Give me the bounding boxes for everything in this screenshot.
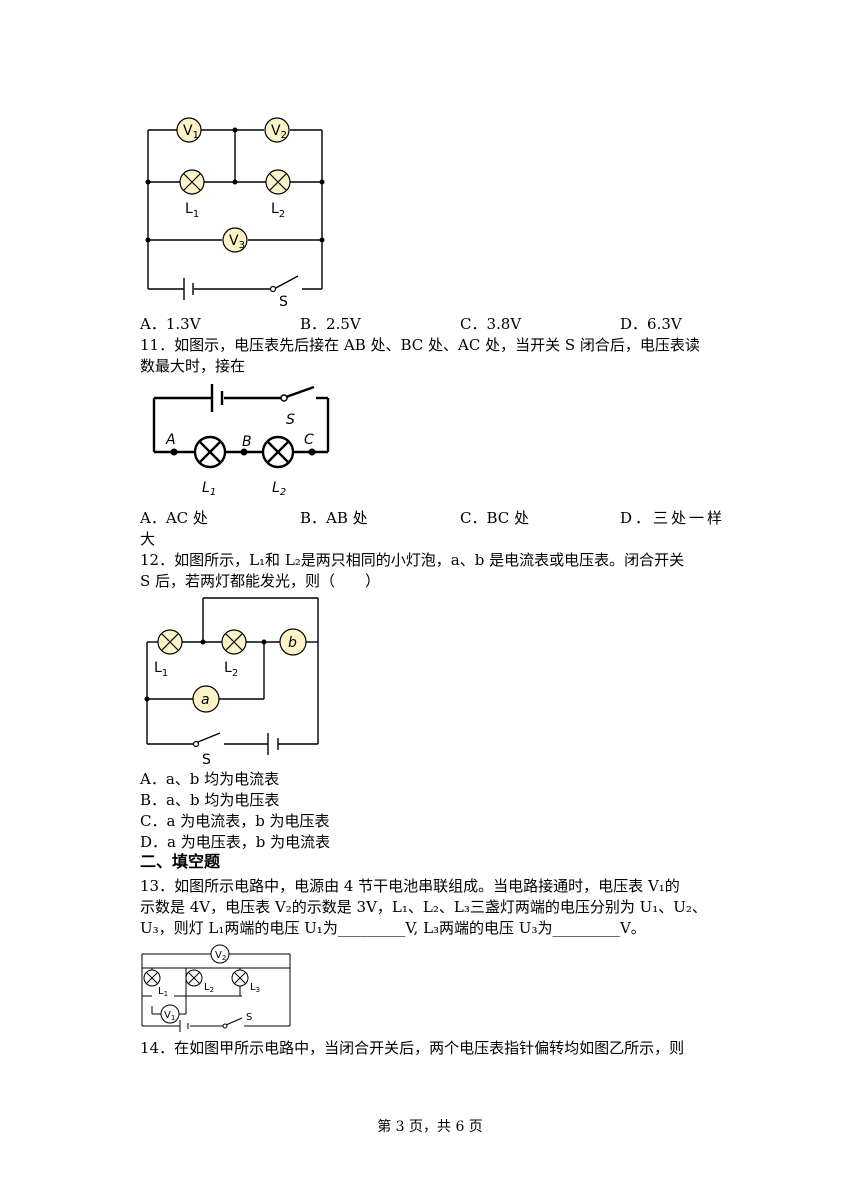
- q10-option-c: C．3.8V: [460, 315, 522, 333]
- lamp-l3-icon: [231, 969, 249, 987]
- q10-option-d: D．6.3V: [620, 315, 682, 333]
- svg-text:L2: L2: [272, 480, 286, 498]
- circuit-q13: V2 L1 L2 L3 V1 S: [141, 944, 291, 1032]
- meter-b-icon: b: [279, 628, 307, 656]
- svg-text:V2: V2: [271, 123, 287, 141]
- svg-text:L1: L1: [185, 201, 199, 220]
- svg-text:S: S: [246, 1012, 252, 1023]
- q11-option-d: D．三处一样: [620, 509, 726, 527]
- q12-text-line2: S 后，若两灯都能发光，则（ ）: [140, 572, 381, 590]
- q12-option-d: D．a 为电压表，b 为电流表: [140, 833, 331, 851]
- svg-text:a: a: [201, 692, 210, 708]
- q11-option-c: C．BC 处: [460, 509, 530, 527]
- svg-text:S: S: [202, 752, 211, 768]
- svg-text:B: B: [242, 434, 252, 450]
- switch-label: S: [279, 294, 288, 310]
- svg-text:L3: L3: [250, 982, 260, 994]
- q13-text-line3: U₃，则灯 L₁两端的电压 U₁为_________V, L₃两端的电压 U₃为…: [140, 919, 646, 937]
- circuit-q10: V1 V2 L1 L2 V3 S: [145, 117, 325, 310]
- q11-option-a: A．AC 处: [140, 509, 208, 527]
- svg-text:L2: L2: [271, 201, 285, 220]
- meter-a-icon: a: [192, 685, 220, 713]
- q12-text-line1: 12．如图所示，L₁和 L₂是两只相同的小灯泡，a、b 是电流表或电压表。闭合开…: [140, 551, 685, 569]
- voltmeter-v1-icon: V1: [160, 1004, 180, 1024]
- svg-text:L1: L1: [158, 986, 168, 998]
- voltmeter-v2-icon: V2: [264, 117, 290, 143]
- page-footer: 第 3 页，共 6 页: [377, 1119, 483, 1135]
- q12-option-b: B．a、b 均为电压表: [140, 791, 280, 809]
- svg-text:L1: L1: [154, 660, 168, 679]
- svg-text:V3: V3: [229, 233, 245, 251]
- q10-option-b: B．2.5V: [300, 315, 361, 333]
- lamp-l1-icon: [179, 169, 205, 195]
- lamp-l2-icon: [221, 629, 247, 655]
- section-title: 二、填空题: [140, 852, 221, 871]
- voltmeter-v3-icon: V3: [222, 227, 248, 253]
- svg-text:b: b: [288, 635, 297, 651]
- svg-text:V1: V1: [183, 123, 199, 141]
- lamp-l1-icon: [143, 969, 161, 987]
- lamp-l2-icon: [265, 169, 291, 195]
- svg-text:L2: L2: [224, 660, 238, 679]
- lamp-l2-icon: [261, 435, 295, 469]
- q11-option-b: B．AB 处: [300, 509, 368, 527]
- svg-text:A: A: [165, 432, 176, 448]
- q10-option-a: A．1.3V: [140, 315, 201, 333]
- q12-option-a: A．a、b 均为电流表: [140, 770, 280, 788]
- q11-text-line2: 数最大时，接在: [140, 357, 246, 375]
- svg-text:C: C: [304, 432, 314, 448]
- lamp-l2-icon: [185, 969, 203, 987]
- q13-text-line2: 示数是 4V，电压表 V₂的示数是 3V，L₁、L₂、L₃三盏灯两端的电压分别为…: [140, 898, 707, 916]
- svg-text:S: S: [286, 412, 295, 428]
- q11-text-line1: 11．如图示，电压表先后接在 AB 处、BC 处、AC 处，当开关 S 闭合后，…: [140, 336, 700, 354]
- lamp-l1-icon: [157, 629, 183, 655]
- voltmeter-v2-icon: V2: [210, 944, 230, 964]
- svg-text:V1: V1: [164, 1010, 175, 1022]
- voltmeter-v1-icon: V1: [176, 117, 202, 143]
- q13-text-line1: 13．如图所示电路中，电源由 4 节干电池串联组成。当电路接通时，电压表 V₁的: [140, 877, 680, 895]
- circuit-q11: A B C S L1 L2: [152, 384, 330, 498]
- svg-text:L2: L2: [204, 982, 214, 994]
- q11-option-d-wrap: 大: [140, 530, 156, 548]
- q14-text-line1: 14．在如图甲所示电路中，当闭合开关后，两个电压表指针偏转均如图乙所示，则: [140, 1039, 685, 1057]
- lamp-l1-icon: [193, 435, 227, 469]
- q12-option-c: C．a 为电流表，b 为电压表: [140, 812, 330, 830]
- svg-text:L1: L1: [202, 480, 216, 498]
- svg-text:V2: V2: [215, 950, 226, 962]
- circuit-q12: b a L1 L2 S: [144, 597, 319, 768]
